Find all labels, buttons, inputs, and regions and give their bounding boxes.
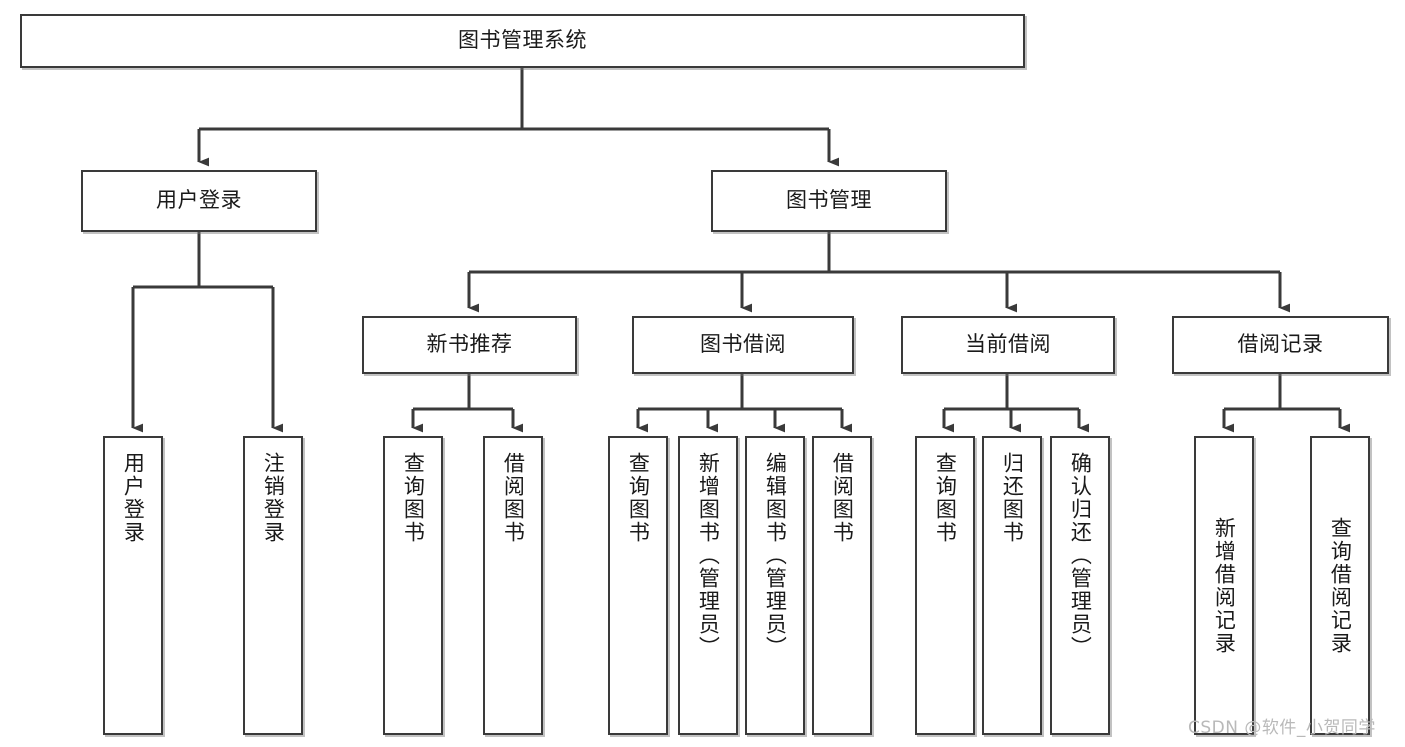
node-leaf-return-book-label: 归还图书	[1000, 452, 1025, 544]
node-book-management[interactable]: 图书管理	[711, 170, 947, 232]
node-leaf-edit-book[interactable]: 编辑图书（管理员）	[745, 436, 805, 735]
node-leaf-add-book-label: 新增图书（管理员）	[696, 452, 721, 659]
node-root[interactable]: 图书管理系统	[20, 14, 1025, 68]
csdn-watermark: CSDN @软件_小贺同学	[1188, 718, 1376, 738]
node-leaf-user-login[interactable]: 用户登录	[103, 436, 163, 735]
node-leaf-borrow-book-a[interactable]: 借阅图书	[483, 436, 543, 735]
node-leaf-borrow-book-b[interactable]: 借阅图书	[812, 436, 872, 735]
node-leaf-query-book-b[interactable]: 查询图书	[608, 436, 668, 735]
node-leaf-query-record[interactable]: 查询借阅记录	[1310, 436, 1370, 735]
node-leaf-user-login-label: 用户登录	[121, 452, 146, 544]
node-leaf-borrow-book-b-label: 借阅图书	[830, 452, 855, 544]
node-user-login-label: 用户登录	[156, 188, 242, 213]
node-new-book-recommend[interactable]: 新书推荐	[362, 316, 577, 374]
node-new-book-recommend-label: 新书推荐	[426, 332, 513, 357]
node-book-borrow[interactable]: 图书借阅	[632, 316, 854, 374]
node-leaf-add-record-label: 新增借阅记录	[1212, 516, 1237, 655]
node-leaf-add-book[interactable]: 新增图书（管理员）	[678, 436, 738, 735]
node-leaf-query-record-label: 查询借阅记录	[1328, 516, 1353, 655]
node-current-borrow-label: 当前借阅	[965, 332, 1051, 357]
node-leaf-logout[interactable]: 注销登录	[243, 436, 303, 735]
node-leaf-edit-book-label: 编辑图书（管理员）	[763, 452, 788, 659]
node-root-label: 图书管理系统	[458, 28, 587, 53]
node-leaf-confirm-return[interactable]: 确认归还（管理员）	[1050, 436, 1110, 735]
node-book-management-label: 图书管理	[786, 188, 872, 213]
node-current-borrow[interactable]: 当前借阅	[901, 316, 1115, 374]
node-leaf-query-book-b-label: 查询图书	[626, 452, 651, 544]
node-leaf-borrow-book-a-label: 借阅图书	[501, 452, 526, 544]
node-borrow-record[interactable]: 借阅记录	[1172, 316, 1389, 374]
node-user-login[interactable]: 用户登录	[81, 170, 317, 232]
node-borrow-record-label: 借阅记录	[1237, 332, 1324, 357]
node-leaf-logout-label: 注销登录	[261, 452, 286, 544]
node-leaf-query-book-a[interactable]: 查询图书	[383, 436, 443, 735]
node-leaf-return-book[interactable]: 归还图书	[982, 436, 1042, 735]
node-book-borrow-label: 图书借阅	[700, 332, 786, 357]
node-leaf-add-record[interactable]: 新增借阅记录	[1194, 436, 1254, 735]
node-leaf-query-book-c[interactable]: 查询图书	[915, 436, 975, 735]
node-leaf-query-book-a-label: 查询图书	[401, 452, 426, 544]
node-leaf-query-book-c-label: 查询图书	[933, 452, 958, 544]
node-leaf-confirm-return-label: 确认归还（管理员）	[1068, 452, 1093, 659]
